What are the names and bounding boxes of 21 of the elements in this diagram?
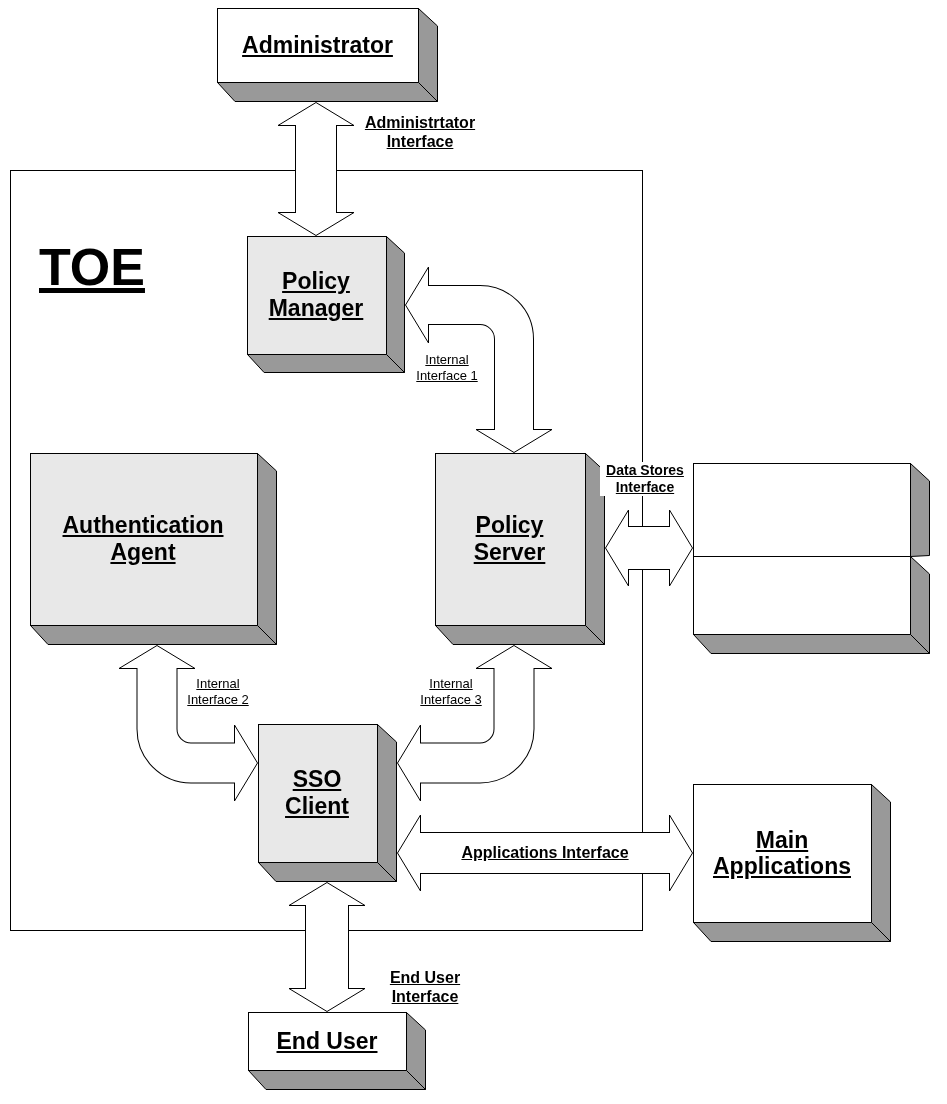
box-label: Administrator <box>242 31 393 59</box>
edge-label: Internal Interface 3 <box>419 676 483 708</box>
double-arrow <box>288 882 366 1012</box>
double-arrow <box>118 645 258 802</box>
edge-label: Internal Interface 1 <box>415 352 479 384</box>
edge-label: Applications Interface <box>460 843 630 863</box>
edge-label: Internal Interface 2 <box>186 676 250 708</box>
double-arrow <box>397 645 553 802</box>
box-label: End User <box>276 1027 378 1055</box>
box-label: Policy Manager <box>267 268 365 321</box>
box-label: Authentication Agent <box>61 512 225 565</box>
box-label: SSO Client <box>284 766 350 819</box>
box-label: Main Applications <box>712 826 852 880</box>
double-arrow <box>605 509 693 587</box>
double-arrow <box>277 102 355 236</box>
double-arrow <box>405 266 553 453</box>
double-arrow <box>397 814 693 892</box>
edge-label: End User Interface <box>388 968 462 1007</box>
boundary-label: TOE <box>39 241 145 293</box>
box-label: Policy Server <box>472 512 547 565</box>
edge-label: Administrtator Interface <box>363 113 477 152</box>
